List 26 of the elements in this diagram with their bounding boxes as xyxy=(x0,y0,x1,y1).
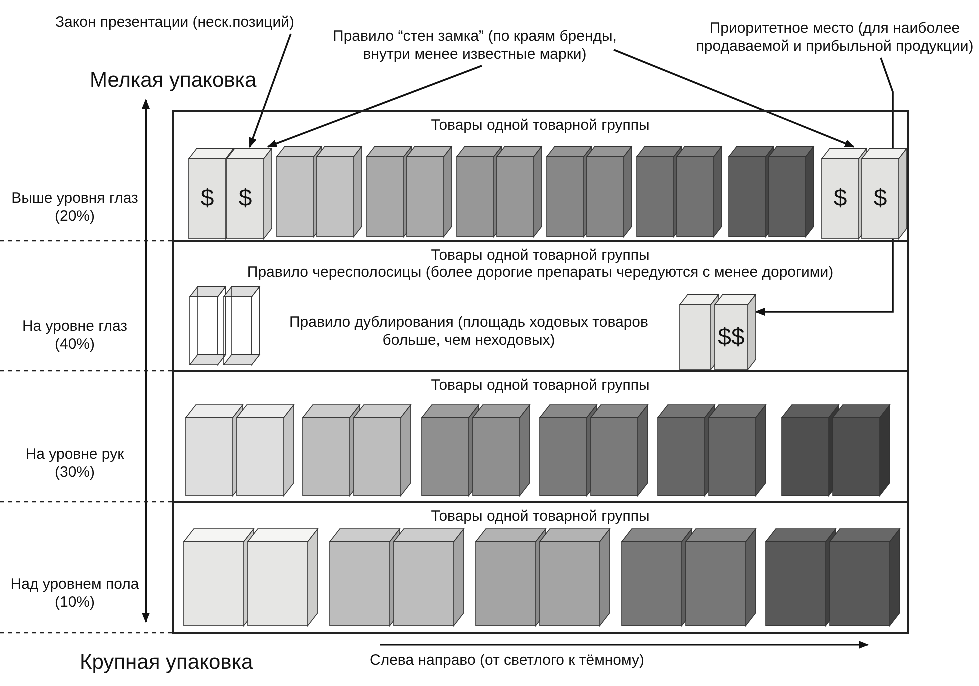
shelf-heading: Товары одной товарной группы xyxy=(430,247,651,265)
shelf-heading: Товары одной товарной группы xyxy=(430,117,651,135)
price-symbol: $ xyxy=(238,186,254,212)
annotation-text: Приоритетное место (для наиболее продаваемой и прибыльной продукции) xyxy=(690,20,979,56)
shelf-level-label: На уровне глаз (40%) xyxy=(21,318,129,354)
shelf-level-label: На уровне рук (30%) xyxy=(24,446,126,482)
price-symbol: $ xyxy=(200,186,216,212)
axis-label: Мелкая упаковка xyxy=(90,68,258,94)
rule-note: Правило чересполосицы (более дорогие препараты чередуются с менее дорогими) xyxy=(246,264,835,282)
leader-arrow xyxy=(249,34,292,148)
shelf xyxy=(172,110,909,242)
shelf-level-label: Выше уровня глаз (20%) xyxy=(10,190,140,226)
price-symbol: $ xyxy=(832,186,848,212)
price-symbol: $ xyxy=(872,186,888,212)
leader-arrow xyxy=(614,49,855,148)
shelf-level-label: Над уровнем пола (10%) xyxy=(10,576,140,612)
rule-note: Правило дублирования (площадь ходовых товаров больше, чем неходовых) xyxy=(289,314,649,350)
shelf xyxy=(172,370,909,503)
shelf-heading: Товары одной товарной группы xyxy=(430,508,651,526)
shelf xyxy=(172,501,909,634)
shelf-heading: Товары одной товарной группы xyxy=(430,377,651,395)
axis-label: Крупная упаковка xyxy=(80,650,254,676)
axis-label: Слева направо (от светлого к тёмному) xyxy=(370,652,646,670)
price-symbol: $$ xyxy=(717,324,746,350)
shelf xyxy=(172,240,909,372)
leader-arrow xyxy=(267,65,482,148)
